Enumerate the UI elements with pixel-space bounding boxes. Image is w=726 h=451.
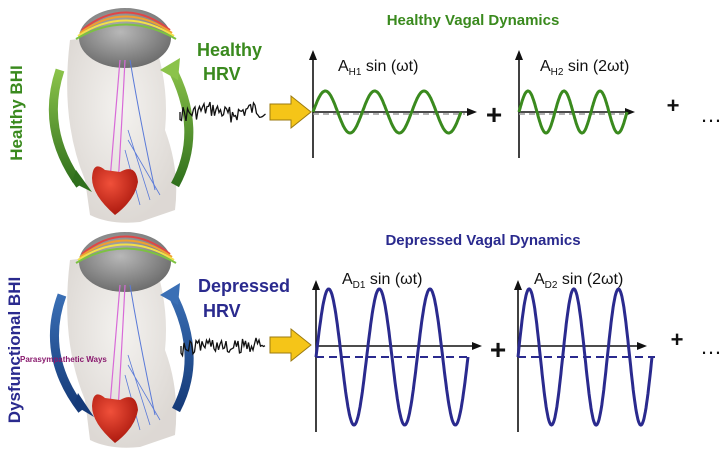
parasympathetic-label: Parasympathetic Ways: [20, 355, 107, 364]
depressed-hrv-signal: [180, 337, 266, 358]
healthy-sine-wave-harmonic: [517, 89, 629, 135]
x-axis-arrowhead: [472, 342, 482, 350]
healthy-hrv-label-line1: Healthy: [197, 40, 262, 60]
healthy-hrv-signal: [179, 101, 266, 123]
healthy-bhi-label: Healthy BHI: [7, 65, 26, 161]
depressed-hrv-label-line2: HRV: [203, 301, 241, 321]
dysfunctional-body-figure: [49, 232, 194, 448]
plus-sign: +: [671, 327, 684, 352]
y-axis-arrowhead: [312, 280, 320, 290]
healthy-wave2-label: AH2 sin (2ωt): [540, 58, 629, 78]
feedback-arc-left: [48, 68, 84, 188]
healthy-wave1-label: AH1 sin (ωt): [338, 58, 418, 78]
healthy-sine-wave-fundamental: [311, 89, 463, 135]
heart-icon: [92, 394, 138, 443]
plus-sign: +: [490, 334, 506, 365]
depressed-wave1-label: AD1 sin (ωt): [342, 271, 422, 291]
y-axis-arrowhead: [514, 280, 522, 290]
heart-icon: [92, 166, 138, 215]
depressed-sine-wave-fundamental: [314, 287, 470, 427]
ellipsis: …: [700, 334, 722, 359]
y-axis-arrowhead: [309, 50, 317, 60]
dysfunctional-bhi-label: Dysfunctional BHI: [5, 276, 24, 424]
plus-sign: +: [667, 93, 680, 118]
x-axis-arrowhead: [637, 342, 647, 350]
healthy-body-figure: [48, 8, 194, 223]
depressed-hrv-label-line1: Depressed: [198, 276, 290, 296]
ellipsis: …: [700, 102, 722, 127]
input-arrow: [269, 327, 312, 363]
y-axis-arrowhead: [515, 50, 523, 60]
healthy-title: Healthy Vagal Dynamics: [387, 12, 560, 29]
plus-sign: +: [486, 99, 502, 130]
depressed-wave2-label: AD2 sin (2ωt): [534, 271, 623, 291]
depressed-sine-wave-harmonic: [516, 287, 654, 427]
input-arrow: [269, 94, 312, 130]
feedback-arc-left: [49, 293, 86, 413]
x-axis-arrowhead: [467, 108, 477, 116]
depressed-title: Depressed Vagal Dynamics: [385, 232, 580, 249]
healthy-hrv-label-line2: HRV: [203, 64, 241, 84]
